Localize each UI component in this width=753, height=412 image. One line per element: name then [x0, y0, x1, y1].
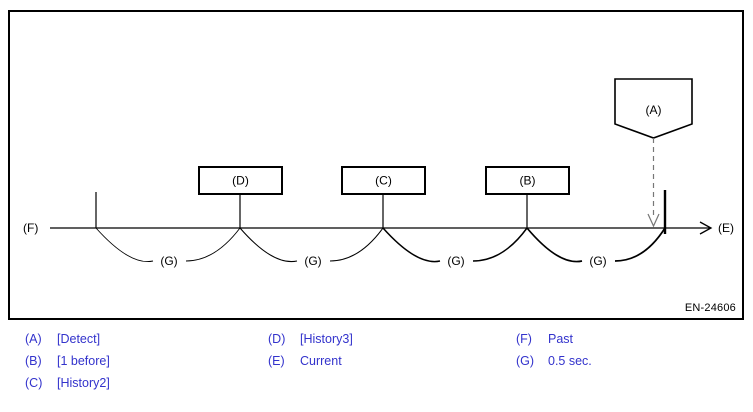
history-box-d-group: (D)	[198, 166, 283, 195]
legend-value-f: Past	[548, 332, 574, 346]
interval-arc-1-label: (G)	[160, 254, 177, 268]
history-box-d	[198, 166, 283, 195]
axis-start-label: (F)	[23, 221, 38, 235]
legend-key-e: (E)	[268, 354, 285, 368]
legend-item-b: (B) [1 before]	[25, 354, 110, 376]
interval-arc-2-right	[329, 227, 384, 262]
legend-value-c: [History2]	[57, 376, 110, 390]
interval-arc-2-group: (G)	[239, 227, 384, 268]
legend-value-a: [Detect]	[57, 332, 101, 346]
legend-value-b: [1 before]	[57, 354, 110, 368]
legend-value-g: 0.5 sec.	[548, 354, 592, 368]
figure-frame: (D) (C) (B) (A) (G)	[8, 10, 744, 320]
legend-column-1: (A) [Detect] (B) [1 before] (C) [History…	[25, 332, 110, 398]
legend-item-a: (A) [Detect]	[25, 332, 110, 354]
interval-arc-3-group: (G)	[382, 227, 528, 268]
legend-key-d: (D)	[268, 332, 286, 346]
interval-arc-3-label: (G)	[447, 254, 464, 268]
interval-arc-1-right	[185, 227, 241, 262]
time-axis	[50, 221, 713, 235]
interval-arc-3-left	[382, 227, 441, 263]
interval-arc-2-left	[239, 227, 298, 263]
legend-key-c: (C)	[25, 376, 43, 390]
legend-item-f: (F) Past	[516, 332, 592, 354]
legend-key-g: (G)	[516, 354, 535, 368]
detect-pentagon-icon	[614, 78, 693, 139]
legend-key-a: (A)	[25, 332, 42, 346]
detect-marker-label: (A)	[646, 103, 662, 117]
history-box-b	[485, 166, 570, 195]
interval-arc-3-right	[472, 227, 528, 262]
history-box-d-label: (D)	[232, 174, 249, 188]
legend-item-g: (G) 0.5 sec.	[516, 354, 592, 376]
history-box-c-group: (C)	[341, 166, 426, 195]
detect-arrowhead-icon	[647, 213, 660, 228]
interval-arc-4-label: (G)	[589, 254, 606, 268]
interval-arc-1-left	[95, 227, 154, 263]
legend-value-d: [History3]	[300, 332, 353, 346]
interval-arc-4-left	[526, 227, 583, 263]
history-box-b-group: (B)	[485, 166, 570, 195]
history-box-b-label: (B)	[520, 174, 536, 188]
legend-value-e: Current	[300, 354, 342, 368]
history-box-c-label: (C)	[375, 174, 392, 188]
figure-reference-code: EN-24606	[684, 302, 736, 314]
legend-column-2: (D) [History3] (E) Current	[268, 332, 353, 376]
interval-arc-4-group: (G)	[526, 227, 666, 268]
axis-end-label: (E)	[718, 221, 734, 235]
legend-key-b: (B)	[25, 354, 42, 368]
axis-arrowhead-icon	[699, 221, 713, 235]
interval-arc-1-group: (G)	[95, 227, 241, 268]
legend-key-f: (F)	[516, 332, 532, 346]
legend-item-c: (C) [History2]	[25, 376, 110, 398]
legend-item-e: (E) Current	[268, 354, 353, 376]
history-box-c	[341, 166, 426, 195]
interval-arc-2-label: (G)	[304, 254, 321, 268]
timeline-diagram: (D) (C) (B) (A) (G)	[23, 78, 734, 268]
detect-marker-group: (A)	[614, 78, 693, 228]
legend-item-d: (D) [History3]	[268, 332, 353, 354]
interval-arc-4-right	[614, 227, 666, 262]
legend: (A) [Detect] (B) [1 before] (C) [History…	[8, 332, 744, 408]
legend-column-3: (F) Past (G) 0.5 sec.	[516, 332, 592, 376]
axis-ticks	[95, 190, 667, 234]
